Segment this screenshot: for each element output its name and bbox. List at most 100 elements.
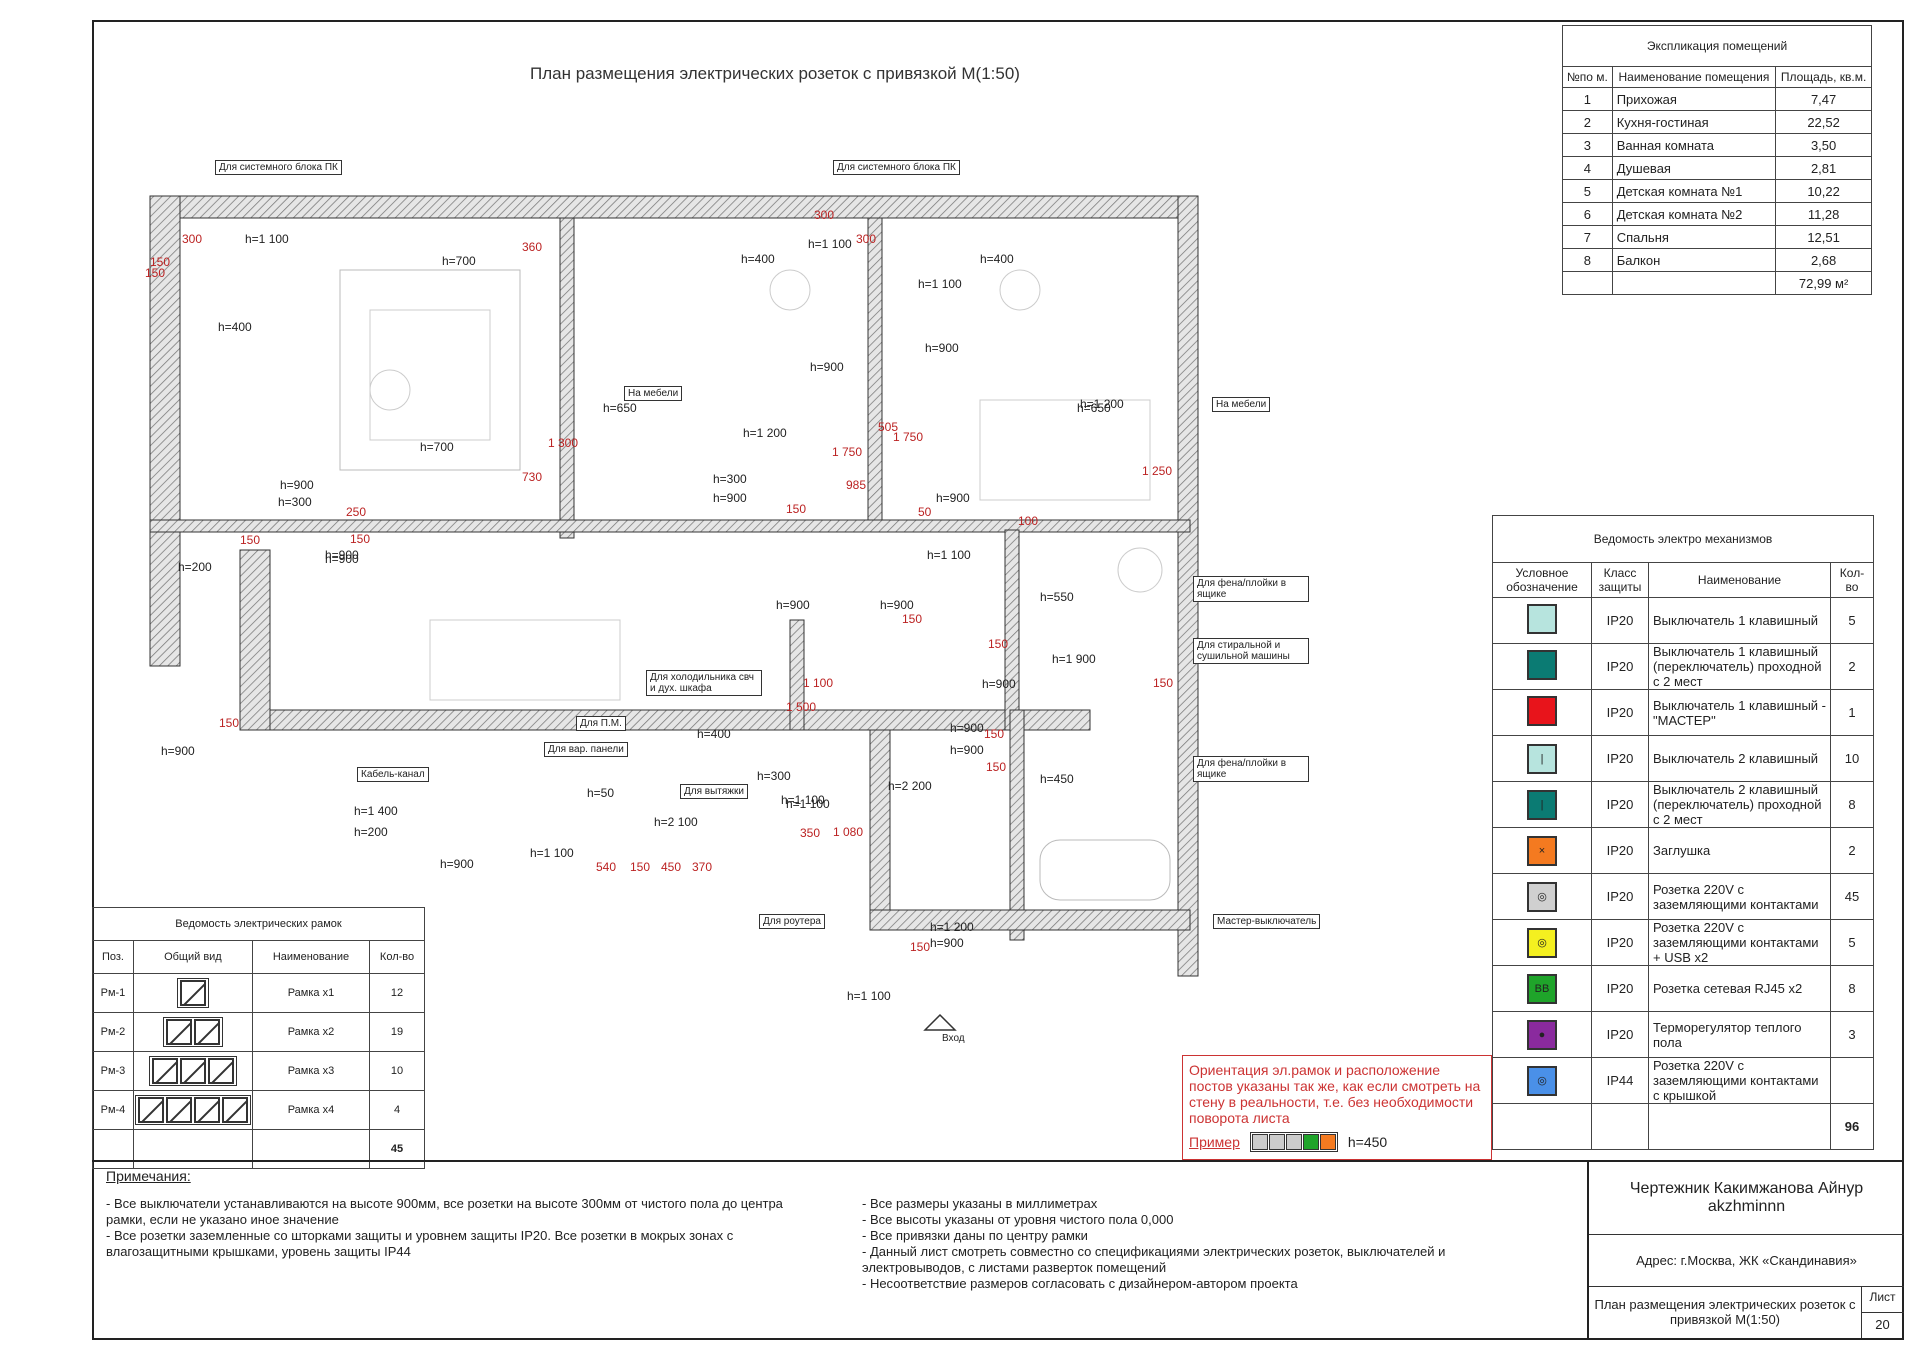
explication-cell: 2,68 [1775, 248, 1872, 272]
title-block: Чертежник Какимжанова Айнур akzhminnn Ад… [1587, 1160, 1904, 1338]
dimension-label: 150 [240, 533, 261, 547]
dimension-label: 1 750 [832, 445, 863, 459]
height-label: h=1 200 [1080, 397, 1124, 411]
mechanism-name: Заглушка [1648, 827, 1831, 874]
mechanisms-header: Наименование [1648, 562, 1831, 598]
note-line: - Все высоты указаны от уровня чистого п… [862, 1212, 1174, 1227]
dimension-label: 100 [1018, 514, 1039, 528]
height-label: h=1 900 [1052, 652, 1096, 666]
height-label: h=200 [178, 560, 212, 574]
height-label: h=900 [950, 721, 984, 735]
explication-cell: 6 [1562, 202, 1613, 226]
plan-callout: Кабель-канал [357, 767, 429, 782]
height-label: h=1 100 [786, 797, 830, 811]
dimension-label: 150 [984, 727, 1005, 741]
height-label: h=1 100 [808, 237, 852, 251]
mechanism-qty: 45 [1830, 873, 1874, 920]
frames-caption: Ведомость электрических рамок [92, 907, 425, 941]
mechanism-ip: IP20 [1591, 965, 1649, 1012]
dimension-label: 150 [145, 266, 166, 280]
explication-cell: 7,47 [1775, 87, 1872, 111]
mechanism-name: Выключатель 1 клавишный (переключатель) … [1648, 643, 1831, 690]
entrance-label: Вход [942, 1033, 965, 1044]
explication-cell: Ванная комната [1611, 133, 1777, 157]
height-label: h=900 [161, 744, 195, 758]
plan-callout: На мебели [624, 386, 683, 401]
mechanisms-header: Кол-во [1830, 562, 1874, 598]
mechanism-ip: IP20 [1591, 735, 1649, 782]
sheet-title: План размещения электрических розеток с … [1589, 1286, 1862, 1338]
frame-name: Рамка х2 [251, 1012, 371, 1052]
mechanism-qty: 3 [1830, 1011, 1874, 1058]
mechanism-name: Розетка сетевая RJ45 x2 [1648, 965, 1831, 1012]
frame-view-icon [132, 1012, 253, 1052]
dimension-label: 505 [878, 420, 899, 434]
explication-cell: 3,50 [1775, 133, 1872, 157]
explication-cell: 8 [1562, 248, 1613, 272]
plan-callout: Для фена/плойки в ящике [1193, 576, 1309, 602]
height-label: h=900 [713, 491, 747, 505]
height-label: h=900 [925, 341, 959, 355]
mechanism-qty: 1 [1830, 689, 1874, 736]
dimension-label: 360 [522, 240, 543, 254]
height-label: h=900 [950, 743, 984, 757]
mechanism-symbol-icon: | [1527, 743, 1557, 774]
notes-heading: Примечания: [106, 1168, 191, 1184]
frames-header: Кол-во [369, 940, 425, 974]
explication-cell: 3 [1562, 133, 1613, 157]
frame-name: Рамка х3 [251, 1051, 371, 1091]
plan-callout: Мастер-выключатель [1213, 914, 1321, 929]
mechanism-symbol-icon: ◎ [1527, 1065, 1557, 1096]
mechanism-ip: IP20 [1591, 597, 1649, 644]
explication-header: Наименование помещения [1611, 66, 1777, 88]
plan-callout: Для вар. панели [544, 742, 628, 757]
mechanism-symbol-icon [1527, 696, 1557, 726]
mechanism-ip: IP20 [1591, 781, 1649, 828]
explication-header: Площадь, кв.м. [1775, 66, 1872, 88]
plan-callout: На мебели [1212, 397, 1271, 412]
mechanism-symbol-icon: | [1527, 789, 1557, 820]
height-label: h=700 [420, 440, 454, 454]
explication-cell: Душевая [1611, 156, 1777, 180]
frame-pos: Рм-3 [92, 1051, 134, 1091]
mechanism-ip: IP44 [1591, 1057, 1649, 1104]
height-label: h=1 100 [530, 846, 574, 860]
dimension-label: 450 [661, 860, 682, 874]
height-label: h=900 [930, 936, 964, 950]
example-height: h=450 [1347, 1134, 1388, 1150]
height-label: h=550 [1040, 590, 1074, 604]
dimension-label: 150 [630, 860, 651, 874]
drawing-sheet [92, 20, 1904, 1340]
mechanism-ip: IP20 [1591, 873, 1649, 920]
plan-callout: Для П.М. [576, 716, 626, 731]
sheet-number: 20 [1861, 1312, 1904, 1332]
frames-total: 45 [369, 1129, 425, 1169]
height-label: h=1 100 [781, 793, 825, 807]
frame-qty: 19 [369, 1012, 425, 1052]
dimension-label: 150 [986, 760, 1007, 774]
mechanism-symbol-icon: ● [1527, 1019, 1557, 1050]
explication-cell: 10,22 [1775, 179, 1872, 203]
explication-cell: 2 [1562, 110, 1613, 134]
dimension-label: 50 [918, 505, 932, 519]
mechanism-name: Выключатель 1 клавишный -"МАСТЕР" [1648, 689, 1831, 736]
mechanisms-header: Класс защиты [1591, 562, 1649, 598]
page-title: План размещения электрических розеток с … [530, 64, 1020, 83]
dimension-label: 300 [814, 208, 835, 222]
dimension-label: 985 [846, 478, 867, 492]
mechanism-symbol-icon [1527, 650, 1557, 680]
mechanisms-table: Ведомость электро механизмов Условное об… [1492, 515, 1874, 1150]
height-label: h=400 [980, 252, 1014, 266]
dimension-label: 300 [856, 232, 877, 246]
explication-cell: Прихожая [1611, 87, 1777, 111]
